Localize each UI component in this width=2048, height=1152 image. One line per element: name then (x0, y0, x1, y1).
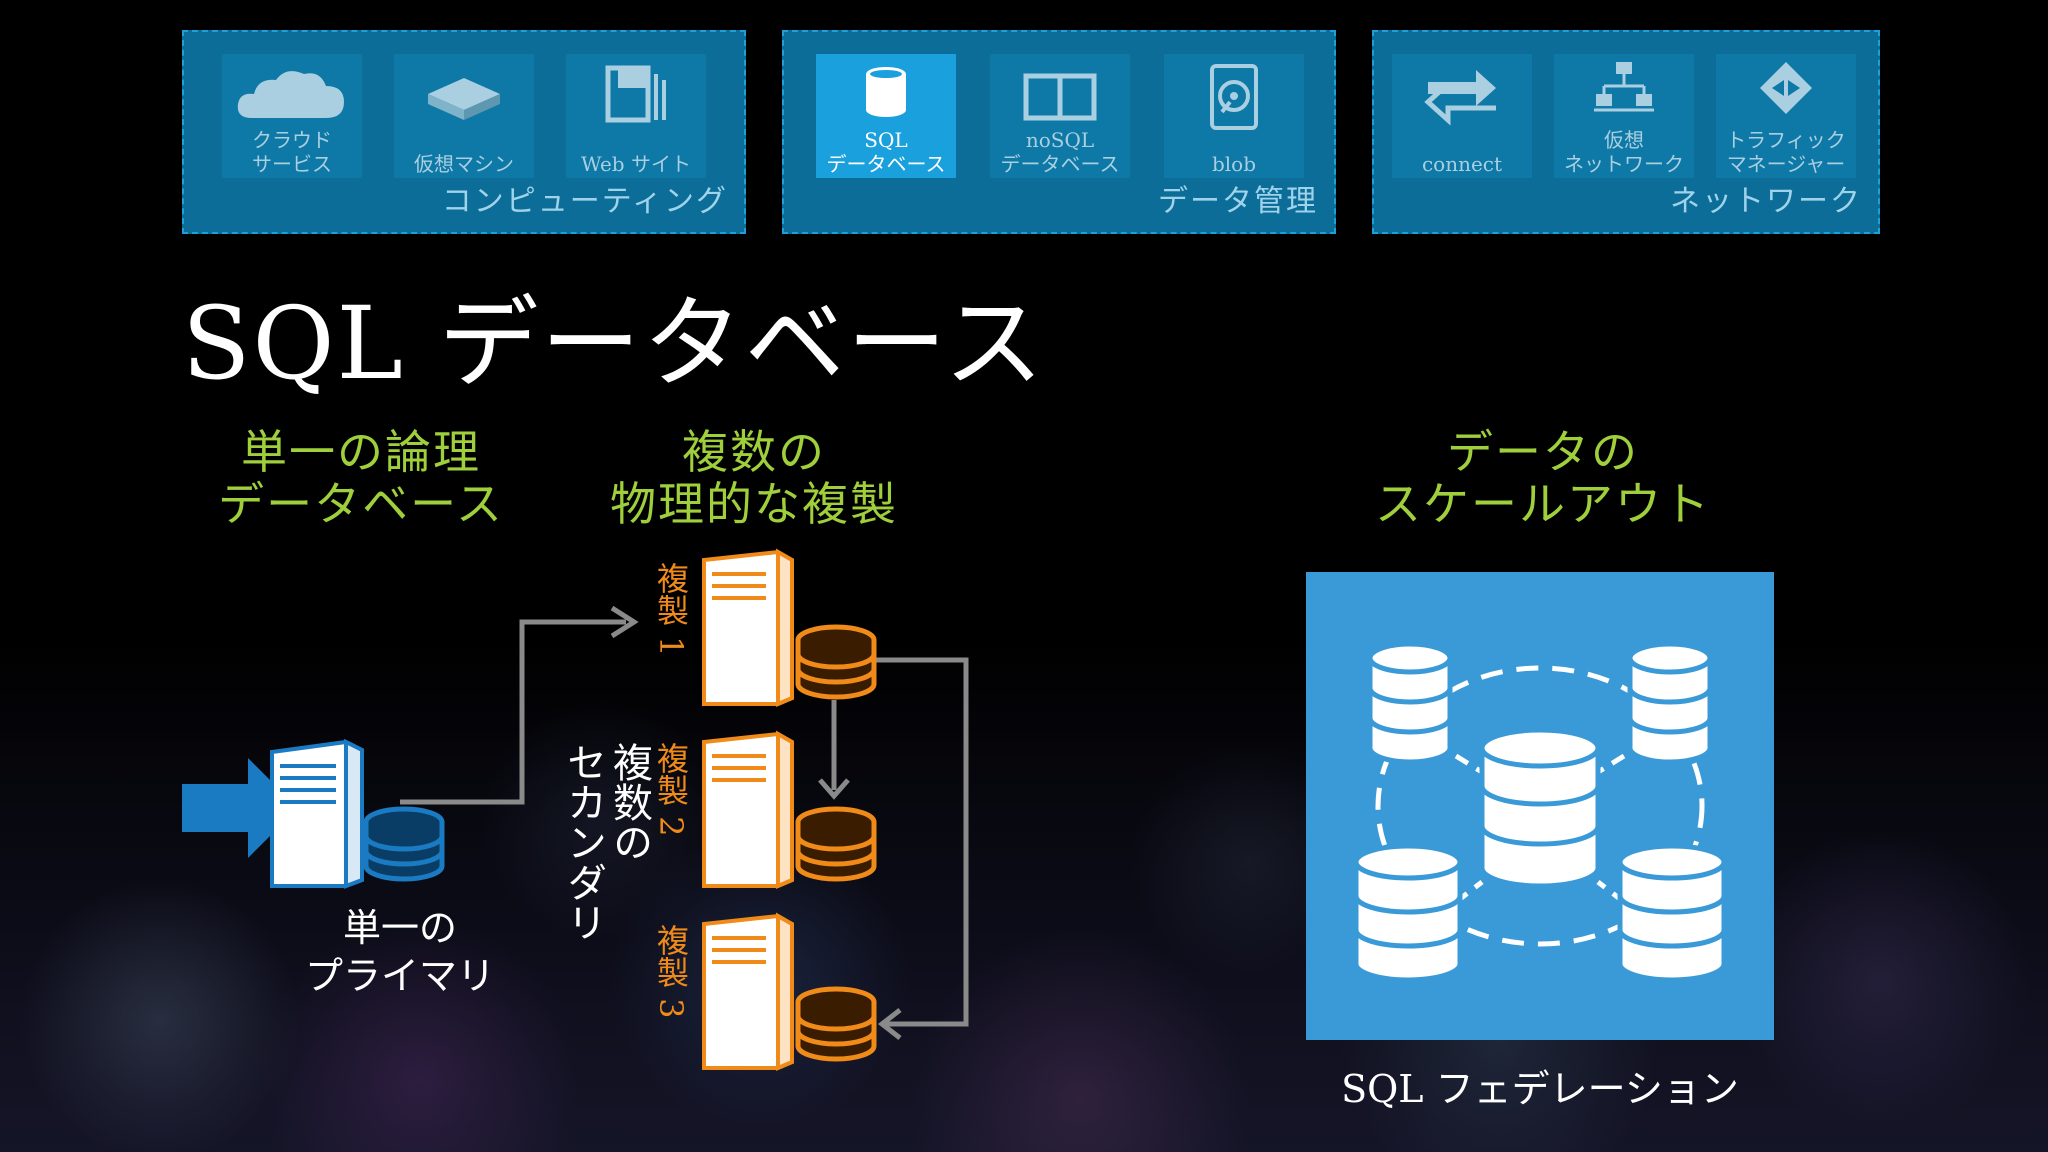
replica-server-icon (702, 730, 794, 890)
tile-label: blob (1211, 152, 1257, 176)
blob-disk-icon (1210, 64, 1258, 130)
tile-label: noSQL データベース (1000, 128, 1120, 176)
replica-server-icon (702, 548, 794, 708)
replica-database-icon (795, 624, 877, 700)
federation-box (1306, 572, 1774, 1040)
database-icon (1479, 727, 1601, 889)
replica-label-3: 複製 3 (652, 924, 690, 1019)
database-icon (1353, 843, 1463, 983)
heading-physical-replicas: 複数の 物理的な複製 (610, 425, 898, 531)
tile-label: Web サイト (581, 152, 691, 176)
tile-virtual-machine[interactable]: 仮想マシン (394, 54, 534, 178)
tile-website[interactable]: Web サイト (566, 54, 706, 178)
replication-connectors (400, 605, 969, 1040)
tile-cloud-services[interactable]: クラウド サービス (222, 54, 362, 178)
tile-label: SQL データベース (826, 128, 946, 176)
virtual-network-icon (1594, 62, 1654, 112)
database-icon (1617, 843, 1727, 983)
replica-server-icon (702, 912, 794, 1072)
primary-server-icon (270, 738, 364, 889)
nav-panel-data-management: SQL データベース noSQL データベース blob データ管理 (782, 30, 1336, 234)
heading-logical-database: 単一の論理 データベース (218, 425, 504, 531)
tile-blob[interactable]: blob (1164, 54, 1304, 178)
input-arrow-icon (182, 758, 298, 858)
primary-label: 単一の プライマリ (304, 906, 495, 998)
connect-arrows-icon (1424, 70, 1496, 126)
heading-scale-out: データの スケールアウト (1375, 425, 1711, 531)
federation-diagram (1353, 641, 1727, 983)
tile-sql-database[interactable]: SQL データベース (816, 54, 956, 178)
tile-label: トラフィック マネージャー (1726, 128, 1846, 176)
panel-title: データ管理 (1158, 184, 1318, 219)
primary-database-icon (363, 806, 445, 882)
tile-connect[interactable]: connect (1392, 54, 1532, 178)
replica-database-icon (795, 986, 877, 1062)
tile-nosql-database[interactable]: noSQL データベース (990, 54, 1130, 178)
database-icon (1367, 641, 1453, 765)
slide-title: SQL データベース (182, 285, 1046, 402)
secondary-label: 複数の セカンダリ (560, 742, 652, 942)
sql-database-icon (866, 67, 906, 117)
virtual-machine-icon (428, 78, 500, 120)
website-icon (605, 65, 666, 123)
cloud-icon (237, 71, 344, 118)
nav-panel-compute: クラウド サービス 仮想マシン Web サイト コンピューティング (182, 30, 746, 234)
federation-label: SQL フェデレーション (1341, 1067, 1739, 1111)
nav-panel-network: connect 仮想 ネットワーク トラフィック マネージャー ネットワーク (1372, 30, 1880, 234)
tile-label: 仮想マシン (414, 152, 514, 176)
replica-database-icon (795, 806, 877, 882)
panel-title: ネットワーク (1670, 184, 1862, 219)
tile-label: クラウド サービス (252, 128, 332, 176)
traffic-manager-icon (1760, 62, 1812, 114)
tile-traffic-manager[interactable]: トラフィック マネージャー (1716, 54, 1856, 178)
tile-label: connect (1421, 152, 1503, 176)
replica-label-1: 複製 1 (652, 562, 690, 657)
tile-virtual-network[interactable]: 仮想 ネットワーク (1554, 54, 1694, 178)
nosql-table-icon (1023, 73, 1097, 121)
database-icon (1627, 641, 1713, 765)
panel-title: コンピューティング (441, 184, 728, 219)
tile-label: 仮想 ネットワーク (1564, 128, 1684, 176)
replica-label-2: 複製 2 (652, 742, 690, 837)
